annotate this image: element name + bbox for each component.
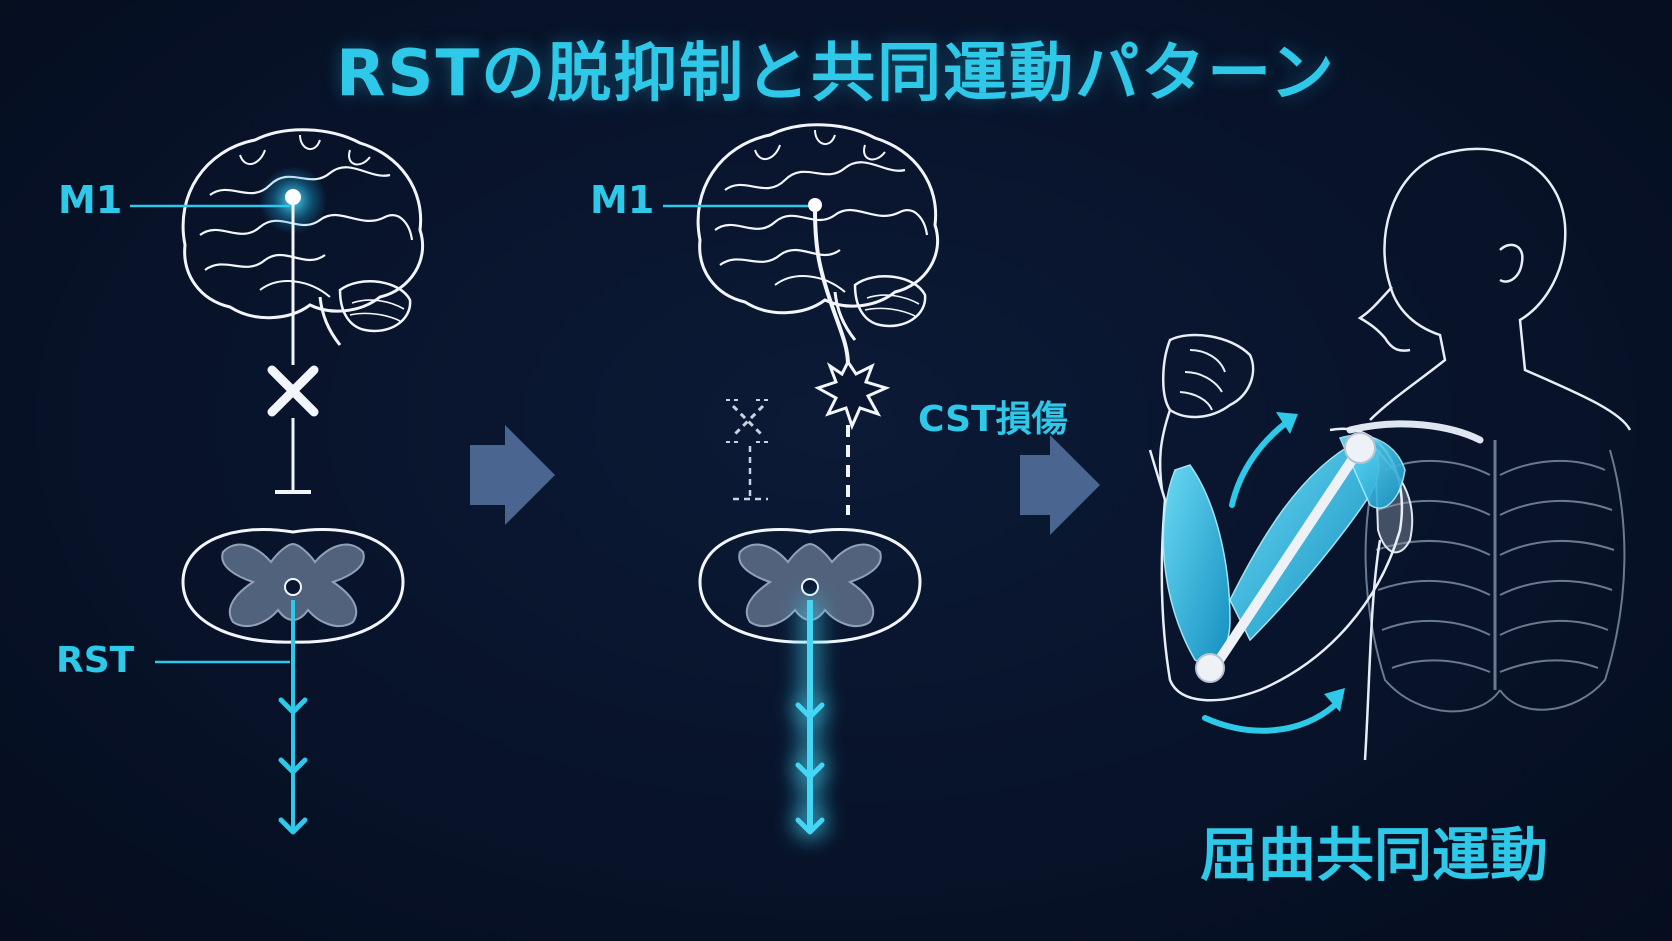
forearm-muscle — [1162, 464, 1231, 664]
brain-normal — [181, 128, 425, 347]
panel-normal — [130, 128, 425, 832]
lost-inhibition-x-icon — [731, 404, 765, 438]
rst-label: RST — [56, 640, 135, 681]
adduction-arrow-icon — [1202, 702, 1338, 734]
flexion-arrow-icon — [1229, 417, 1293, 508]
page-title: RSTの脱抑制と共同運動パターン — [336, 37, 1336, 111]
ribcage — [1364, 440, 1626, 713]
arrow-right-icon — [470, 425, 555, 525]
ear-outline — [1499, 243, 1524, 283]
cst-tract — [813, 209, 850, 366]
arrow-right-icon-2 — [1020, 435, 1100, 535]
lesion-burst-icon — [814, 359, 891, 431]
cst-lesion-label: CST損傷 — [918, 399, 1068, 440]
elbow-joint — [1195, 653, 1225, 683]
brain-lesion — [696, 123, 940, 342]
head-outline — [1369, 147, 1632, 431]
m1-node-2 — [808, 198, 822, 212]
m1-label-normal: M1 — [58, 178, 123, 222]
humerus-bone — [1213, 443, 1365, 667]
panel-lesion — [663, 123, 940, 832]
m1-label-lesion: M1 — [590, 178, 655, 222]
panel-result — [1148, 147, 1632, 761]
flexion-synergy-label: 屈曲共同運動 — [1200, 821, 1549, 889]
fist-outline — [1162, 333, 1255, 419]
rst-tract-enhanced — [798, 600, 822, 832]
clavicle — [1346, 420, 1484, 444]
inhibition-x-icon — [267, 365, 319, 417]
m1-node — [285, 189, 301, 205]
